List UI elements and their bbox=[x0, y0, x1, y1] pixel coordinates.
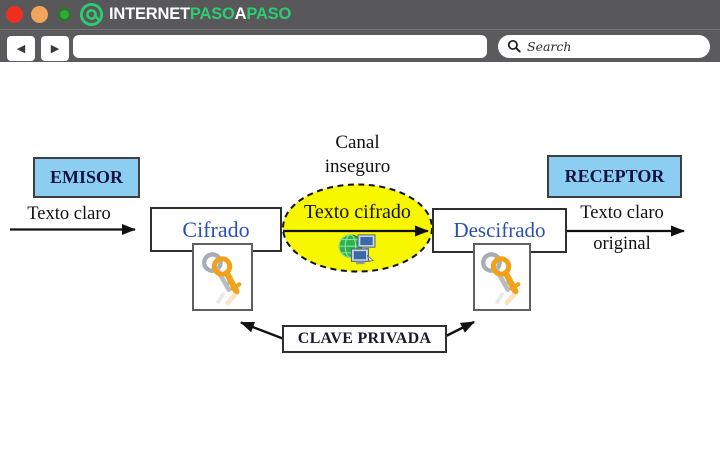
back-button[interactable]: ◀ bbox=[7, 36, 35, 61]
private-key-icon bbox=[201, 252, 241, 306]
emisor-label: EMISOR bbox=[49, 167, 123, 187]
arrow-clave-right bbox=[445, 320, 475, 338]
private-key-icon bbox=[481, 252, 521, 306]
title-bar: INTERNETPASOAPASO bbox=[0, 0, 720, 30]
clave-privada-label: CLAVE PRIVADA bbox=[297, 330, 432, 347]
logo-segment: PASO bbox=[246, 5, 292, 23]
search-icon bbox=[507, 39, 521, 53]
minimize-button[interactable] bbox=[31, 6, 48, 23]
back-arrow-icon: ◀ bbox=[16, 42, 26, 55]
forward-arrow-icon: ▶ bbox=[50, 42, 60, 55]
receptor-box: RECEPTOR bbox=[547, 155, 682, 198]
close-button[interactable] bbox=[6, 6, 23, 23]
logo-segment: PASO bbox=[189, 5, 235, 23]
texto-claro-original-line2: original bbox=[593, 234, 651, 254]
forward-button[interactable]: ▶ bbox=[41, 36, 69, 61]
logo-at-icon bbox=[79, 2, 104, 27]
texto-claro-label: Texto claro bbox=[27, 204, 111, 224]
logo-segment: INTERNET bbox=[109, 5, 190, 23]
search-box[interactable] bbox=[498, 35, 710, 58]
texto-cifrado-label: Texto cifrado bbox=[304, 201, 411, 223]
site-logo: INTERNETPASOAPASO bbox=[79, 2, 291, 27]
emisor-box: EMISOR bbox=[33, 157, 140, 198]
descifrado-label: Descifrado bbox=[453, 218, 546, 242]
canal-inseguro-label: Canal inseguro bbox=[300, 131, 415, 179]
search-input[interactable] bbox=[527, 39, 687, 54]
clave-privada-box: CLAVE PRIVADA bbox=[282, 325, 447, 353]
encryption-diagram: EMISOR RECEPTOR Cifrado Descifrado Texto… bbox=[0, 62, 720, 450]
logo-segment: A bbox=[234, 5, 247, 23]
logo-text: INTERNETPASOAPASO bbox=[109, 5, 291, 24]
maximize-button[interactable] bbox=[58, 8, 71, 21]
navigation-bar: ◀ ▶ bbox=[0, 30, 720, 62]
network-computers-icon bbox=[338, 234, 376, 265]
address-bar-input[interactable] bbox=[73, 35, 487, 58]
canal-line1: Canal bbox=[335, 132, 380, 153]
right-key-box bbox=[473, 243, 531, 311]
left-key-box bbox=[192, 243, 253, 311]
cifrado-label: Cifrado bbox=[182, 216, 250, 242]
receptor-label: RECEPTOR bbox=[564, 166, 665, 186]
texto-claro-original-line1: Texto claro bbox=[580, 203, 664, 223]
arrow-clave-left bbox=[240, 321, 285, 341]
canal-line2: inseguro bbox=[324, 156, 391, 177]
